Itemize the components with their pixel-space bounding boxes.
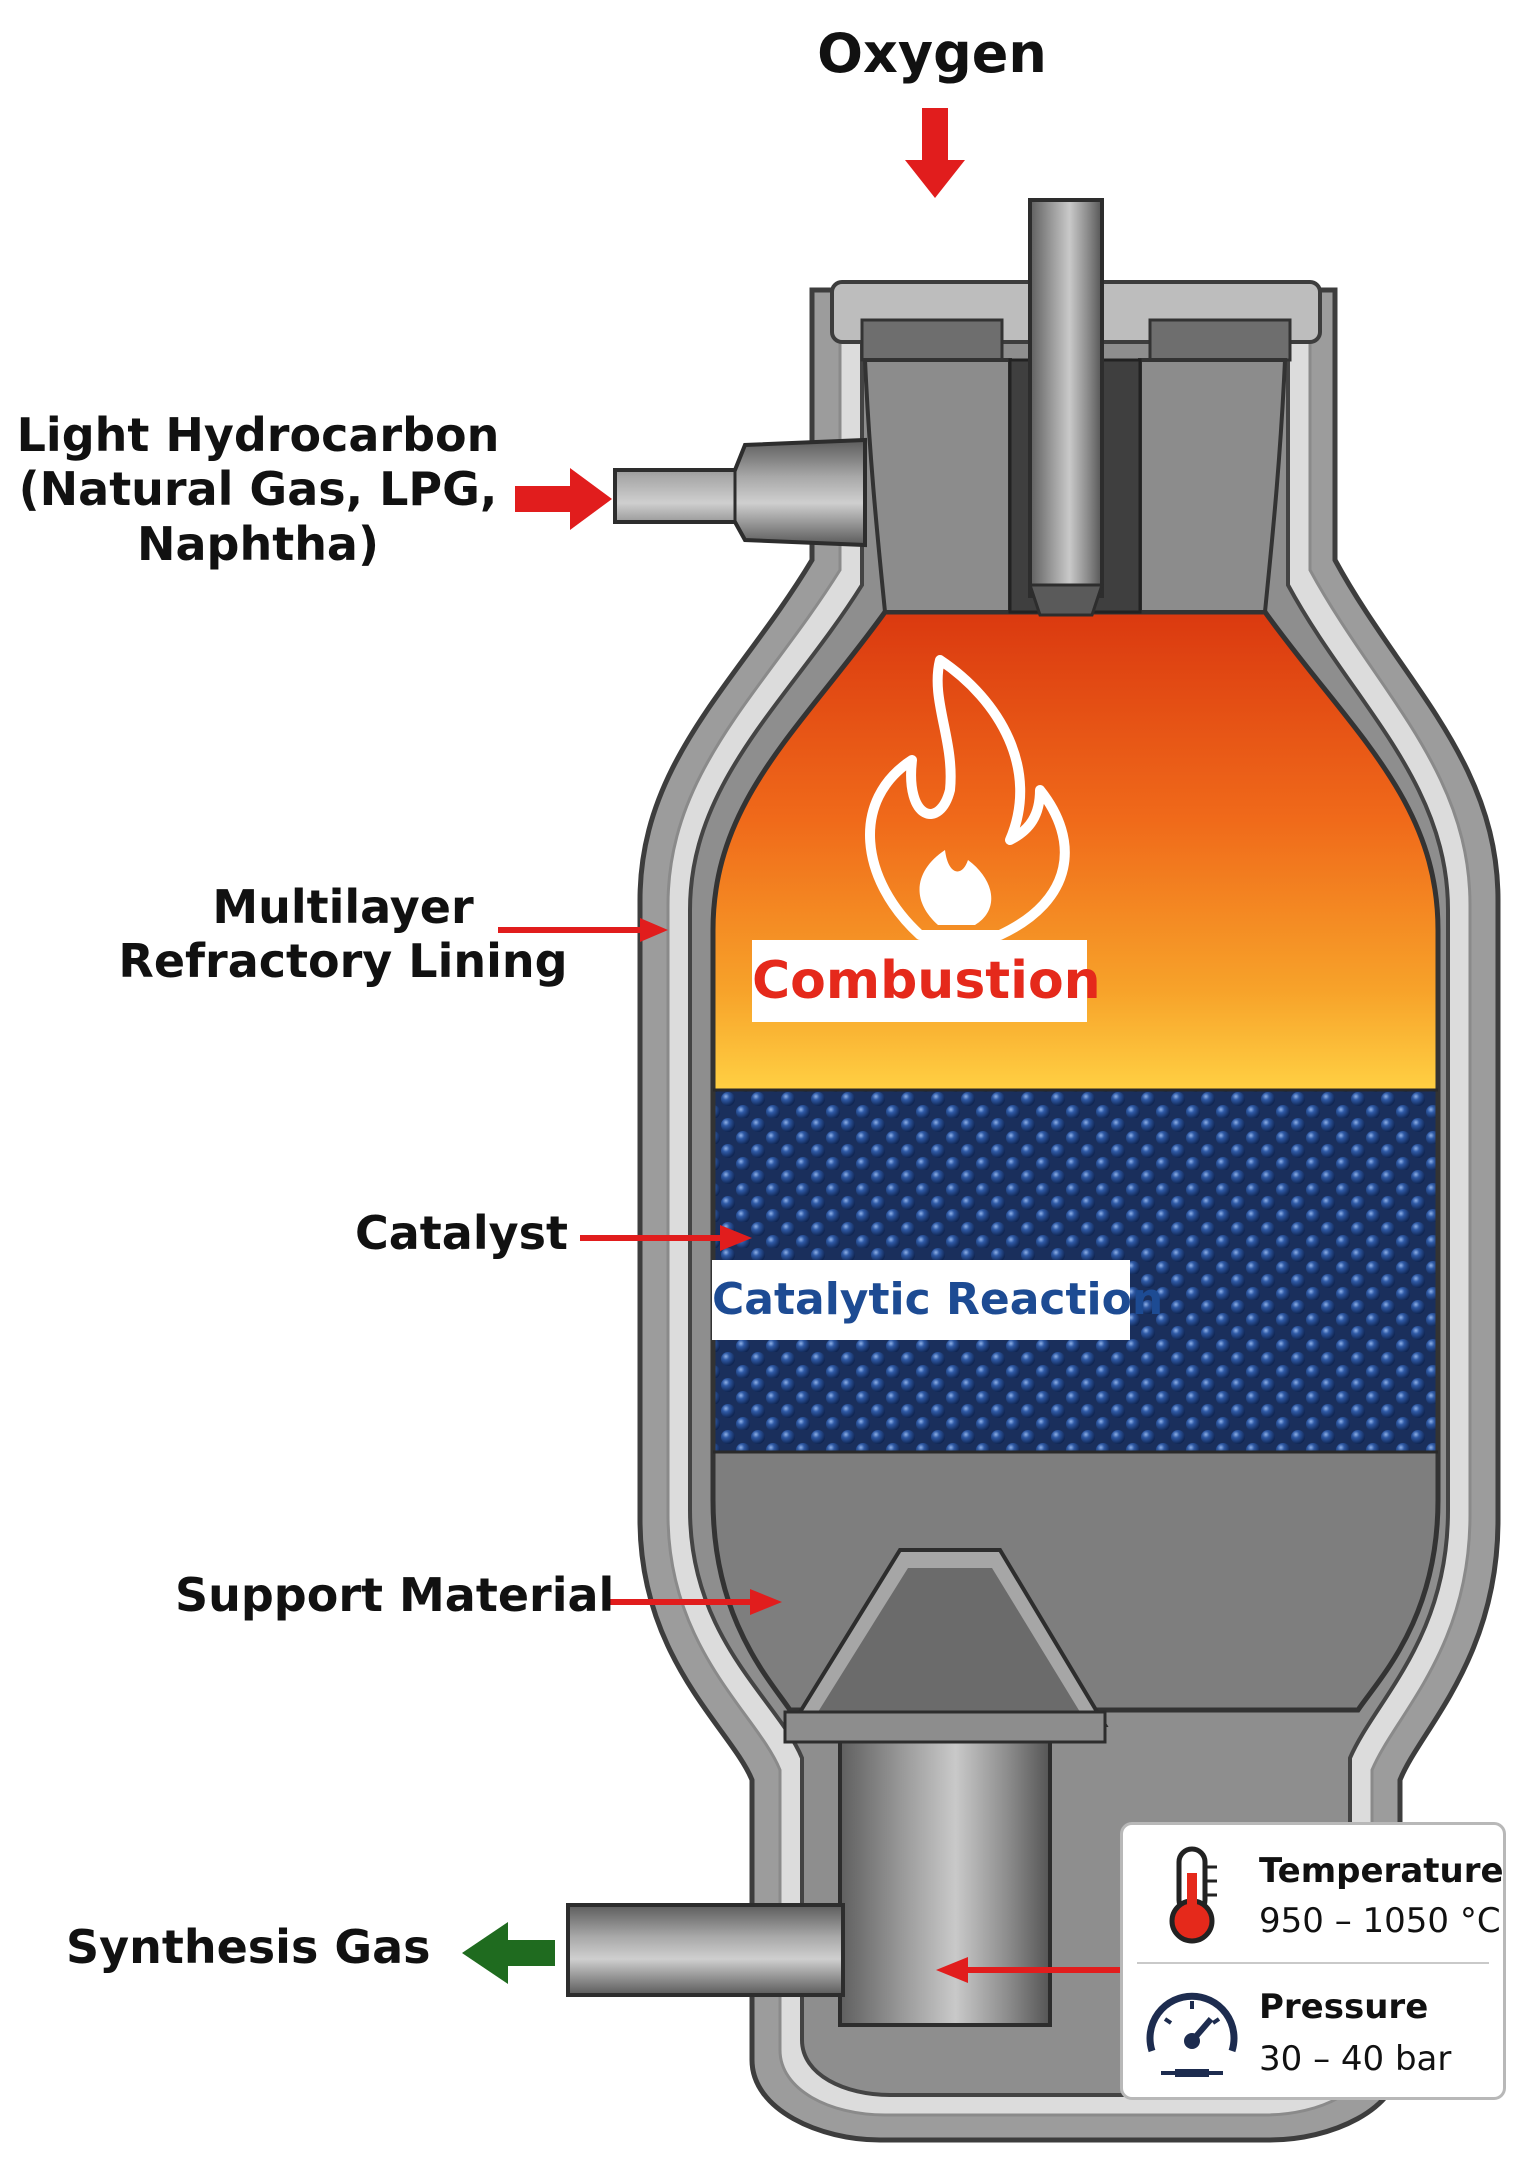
inner-chamber bbox=[713, 612, 1438, 1710]
hydrocarbon-label-line3: Naphtha) bbox=[136, 516, 380, 571]
operating-conditions-panel: Temperature 950 – 1050 °C Pressure 30 – … bbox=[1120, 1822, 1506, 2100]
inner-chamber-outline bbox=[710, 609, 1441, 1713]
hydrocarbon-inlet-pipe bbox=[613, 437, 867, 548]
support-material-arrow bbox=[608, 1589, 782, 1615]
synthesis-gas-outlet-pipe bbox=[566, 1903, 845, 1997]
temperature-title: Temperature bbox=[1259, 1851, 1504, 1891]
oxygen-label: Oxygen bbox=[817, 22, 1047, 85]
hydrocarbon-label: Light Hydrocarbon (Natural Gas, LPG, Nap… bbox=[8, 408, 508, 571]
refractory-lining-label: Multilayer Refractory Lining bbox=[118, 880, 568, 989]
thermometer-icon bbox=[1169, 1846, 1217, 1944]
pressure-value: 30 – 40 bar bbox=[1259, 2039, 1452, 2079]
pressure-title: Pressure bbox=[1259, 1987, 1429, 2027]
combustion-zone-label: Combustion bbox=[752, 940, 1101, 1022]
temperature-row: Temperature 950 – 1050 °C bbox=[1123, 1825, 1504, 1959]
upper-neck bbox=[862, 358, 1012, 614]
hydrocarbon-label-line1: Light Hydrocarbon bbox=[16, 408, 500, 462]
temperature-value: 950 – 1050 °C bbox=[1259, 1901, 1501, 1941]
catalytic-reaction-label: Catalytic Reaction bbox=[712, 1260, 1163, 1340]
temperature-pointer-arrow bbox=[936, 1957, 1122, 1983]
panel-divider bbox=[1137, 1962, 1489, 1964]
synthesis-gas-label: Synthesis Gas bbox=[66, 1920, 431, 1974]
outlet-downpipe bbox=[838, 1723, 1052, 2027]
refractory-label-line2: Refractory Lining bbox=[118, 934, 568, 989]
oxygen-arrow bbox=[905, 108, 965, 198]
refractory-arrow bbox=[498, 918, 668, 942]
hydrocarbon-arrow bbox=[515, 468, 612, 530]
refractory-label-line1: Multilayer bbox=[212, 880, 474, 934]
hydrocarbon-label-line2: (Natural Gas, LPG, bbox=[18, 462, 498, 517]
flame-icon bbox=[865, 655, 1070, 940]
pressure-gauge-icon bbox=[1146, 1992, 1238, 2077]
catalyst-arrow bbox=[580, 1225, 752, 1251]
support-material-label: Support Material bbox=[175, 1568, 615, 1622]
burner-nozzle bbox=[1027, 583, 1105, 617]
catalyst-label: Catalyst bbox=[355, 1206, 568, 1260]
pressure-row: Pressure 30 – 40 bar bbox=[1123, 1965, 1503, 2099]
oxygen-inlet-pipe bbox=[1028, 198, 1104, 598]
synthesis-gas-arrow bbox=[462, 1922, 555, 1984]
